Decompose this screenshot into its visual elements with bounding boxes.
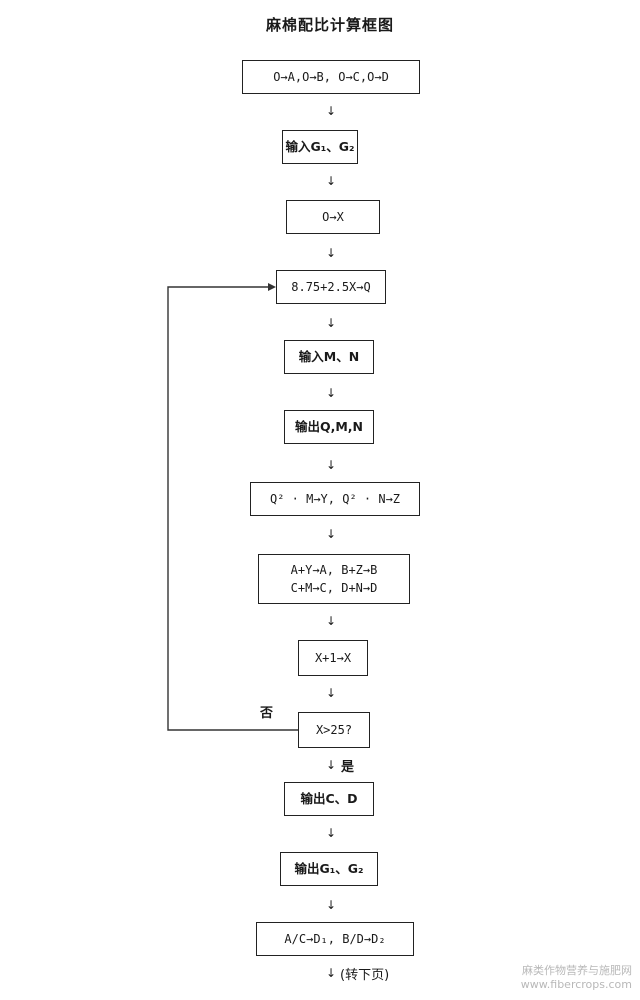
output-qmn-box: 输出Q,M,N [284,410,374,444]
arrow-10: ↓ [325,826,337,840]
calc-q-box: 8.75+2.5X→Q [276,270,386,304]
arrow-9: ↓ [325,686,337,700]
arrow-continue: ↓ [325,966,337,980]
calc-yz-box: Q² · M→Y, Q² · N→Z [250,482,420,516]
x-zero-box: O→X [286,200,380,234]
init-text: O→A,O→B, O→C,O→D [273,70,389,84]
input-g-text: 输入G₁、G₂ [285,139,355,154]
diagram-title: 麻棉配比计算框图 [265,16,394,34]
accumulate-box: A+Y→A, B+Z→B C+M→C, D+N→D [258,554,410,604]
input-mn-box: 输入M、N [284,340,374,374]
yes-label: 是 [341,760,355,775]
watermark-line-1: 麻类作物营养与施肥网 [522,964,632,977]
watermark: 麻类作物营养与施肥网 www.fibercrops.com [521,964,632,992]
inc-x-box: X+1→X [298,640,368,676]
arrow-11: ↓ [325,898,337,912]
decision-text: X>25? [315,723,353,737]
inc-x-text: X+1→X [314,651,352,665]
accumulate-line-1: A+Y→A, B+Z→B [290,563,378,577]
arrow-1: ↓ [325,104,337,118]
init-box: O→A,O→B, O→C,O→D [242,60,420,94]
arrow-yes: ↓ [325,758,337,772]
output-g-text: 输出G₁、G₂ [294,861,364,876]
x-zero-text: O→X [322,210,344,224]
final-text: A/C→D₁, B/D→D₂ [284,932,386,946]
decision-box: X>25? [298,712,370,748]
output-cd-text: 输出C、D [300,791,358,806]
watermark-line-2: www.fibercrops.com [520,978,632,991]
arrow-6: ↓ [325,458,337,472]
arrow-7: ↓ [325,527,337,541]
arrow-8: ↓ [325,614,337,628]
input-g-box: 输入G₁、G₂ [282,130,358,164]
arrow-4: ↓ [325,316,337,330]
calc-yz-text: Q² · M→Y, Q² · N→Z [269,492,401,506]
accumulate-line-2: C+M→C, D+N→D [290,581,378,595]
continue-label: (转下页) [340,968,390,983]
arrow-3: ↓ [325,246,337,260]
output-cd-box: 输出C、D [284,782,374,816]
final-box: A/C→D₁, B/D→D₂ [256,922,414,956]
output-g-box: 输出G₁、G₂ [280,852,378,886]
arrow-2: ↓ [325,174,337,188]
output-qmn-text: 输出Q,M,N [294,419,364,434]
arrow-5: ↓ [325,386,337,400]
no-label: 否 [260,706,274,721]
calc-q-text: 8.75+2.5X→Q [291,280,371,294]
input-mn-text: 输入M、N [298,349,360,364]
